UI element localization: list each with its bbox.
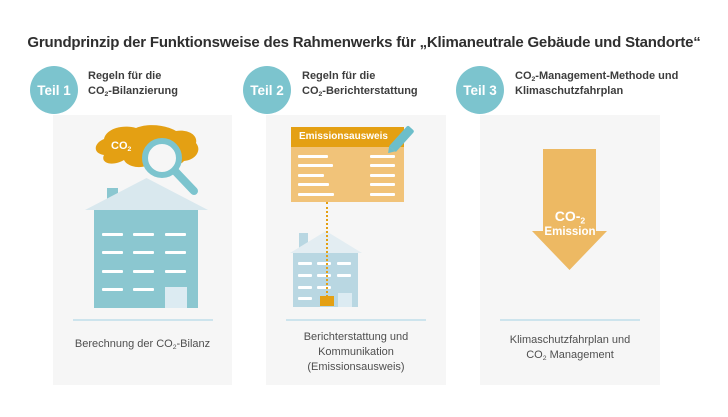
teil-1-heading-line1: Regeln für die xyxy=(88,70,162,82)
co2-emission-arrow-icon xyxy=(532,149,607,270)
window-dash xyxy=(337,274,351,277)
card-line xyxy=(298,193,334,196)
window-dash xyxy=(165,233,186,236)
teil-3-panel: CO-2 Emission Klimaschutzfahrplan und CO… xyxy=(480,115,660,385)
window-dash xyxy=(133,251,154,254)
certificate-tag xyxy=(320,296,334,306)
arrow-label: CO-2 Emission xyxy=(520,208,620,239)
window-dash xyxy=(133,270,154,273)
card-line xyxy=(298,155,328,158)
card-line xyxy=(298,174,324,177)
window-dash xyxy=(298,274,312,277)
window-dash xyxy=(317,274,331,277)
teil-1-heading: Regeln für die CO2-Bilanzierung xyxy=(88,69,178,99)
card-line xyxy=(370,155,395,158)
window-dash xyxy=(165,251,186,254)
window-dash xyxy=(317,286,331,289)
teil-2-heading: Regeln für die CO2-Berichterstattung xyxy=(302,69,418,99)
card-line xyxy=(370,193,395,196)
window-dash xyxy=(102,270,123,273)
card-line xyxy=(370,183,395,186)
teil-2-caption: Berichterstattung und Kommunikation (Emi… xyxy=(303,331,409,373)
divider xyxy=(500,319,640,321)
teil-3-heading-line1: CO2-Management-Methode und xyxy=(515,70,679,84)
card-line xyxy=(298,164,333,167)
window-dash xyxy=(102,288,123,291)
window-dash xyxy=(165,270,186,273)
diagram-title: Grundprinzip der Funktionsweise des Rahm… xyxy=(27,34,701,51)
chimney xyxy=(299,233,308,255)
arrow-label-line2: Emission xyxy=(544,226,596,238)
teil-3-caption: Klimaschutzfahrplan und CO2 Management xyxy=(509,334,631,363)
window-dash xyxy=(317,262,331,265)
dotted-connector-line xyxy=(326,202,328,297)
window-dash xyxy=(102,233,123,236)
teil-3-heading-line2: Klimaschutzfahrplan xyxy=(515,85,624,97)
emissionsausweis-card: Emissionsausweis xyxy=(291,127,404,202)
co2-cloud-label: CO2 xyxy=(111,140,132,154)
teil-2-heading-line2: CO2-Berichterstattung xyxy=(302,85,418,99)
magnifier-icon xyxy=(142,138,198,195)
card-line xyxy=(370,174,395,177)
teil-2-panel: Emissionsausweis xyxy=(266,115,446,385)
window-dash xyxy=(337,262,351,265)
window-dash xyxy=(102,251,123,254)
door xyxy=(165,287,187,308)
teil-1-heading-line2: CO2-Bilanzierung xyxy=(88,85,178,99)
arrow-label-line1: CO-2 xyxy=(554,208,586,226)
window-dash xyxy=(298,286,312,289)
door xyxy=(338,293,352,307)
teil-3-heading: CO2-Management-Methode und Klimaschutzfa… xyxy=(515,69,678,99)
window-dash xyxy=(298,297,312,300)
card-title: Emissionsausweis xyxy=(291,127,404,147)
teil-1-caption: Berechnung der CO2-Bilanz xyxy=(74,338,211,352)
card-line xyxy=(370,164,395,167)
teil-3-badge: Teil 3 xyxy=(456,66,504,114)
card-line xyxy=(298,183,329,186)
teil-2-badge: Teil 2 xyxy=(243,66,291,114)
window-dash xyxy=(133,288,154,291)
divider xyxy=(286,319,426,321)
divider xyxy=(72,319,213,321)
window-dash xyxy=(133,233,154,236)
teil-2-heading-line1: Regeln für die xyxy=(302,70,376,82)
teil-1-badge: Teil 1 xyxy=(30,66,78,114)
window-dash xyxy=(298,262,312,265)
teil-1-panel: CO2 Berechnung der CO2-Bilanz xyxy=(53,115,232,385)
